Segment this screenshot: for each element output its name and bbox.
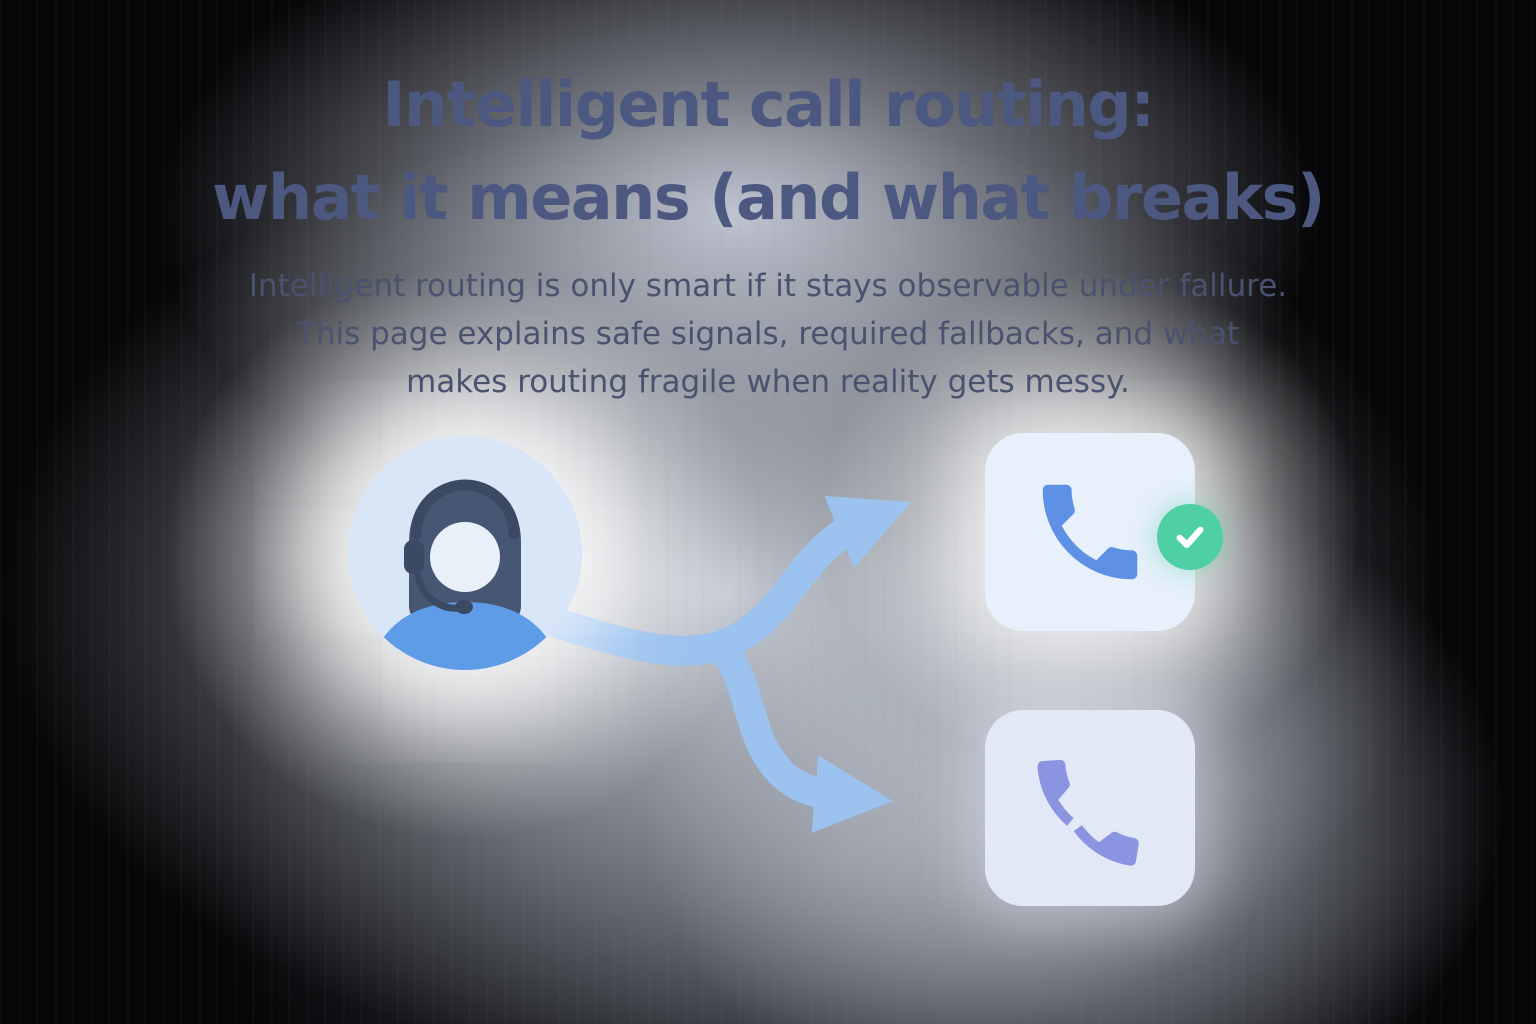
arrow-to-success-icon [533,495,912,666]
arrow-to-failure-icon [711,637,893,834]
check-icon [1176,526,1204,549]
agent-avatar [348,436,582,670]
subtitle-line-1: Intelligent routing is only smart if it … [248,268,1288,304]
destination-card-success [985,433,1223,631]
page-title-line-1: Intelligent call routing: [382,68,1155,141]
page-title: Intelligent call routing: what it means … [0,58,1536,244]
destination-card-failure [985,710,1195,906]
success-badge [1157,504,1223,570]
subtitle-line-2: This page explains safe signals, require… [296,316,1240,353]
phone-icon [1042,484,1138,580]
support-agent-avatar-icon [370,479,560,670]
broken-phone-icon [1037,759,1139,866]
page-subtitle: Intelligent routing is only smart if it … [0,262,1536,406]
subtitle-line-3: makes routing fragile when reality gets … [406,364,1130,401]
page-title-line-2: what it means (and what breaks) [212,161,1325,234]
